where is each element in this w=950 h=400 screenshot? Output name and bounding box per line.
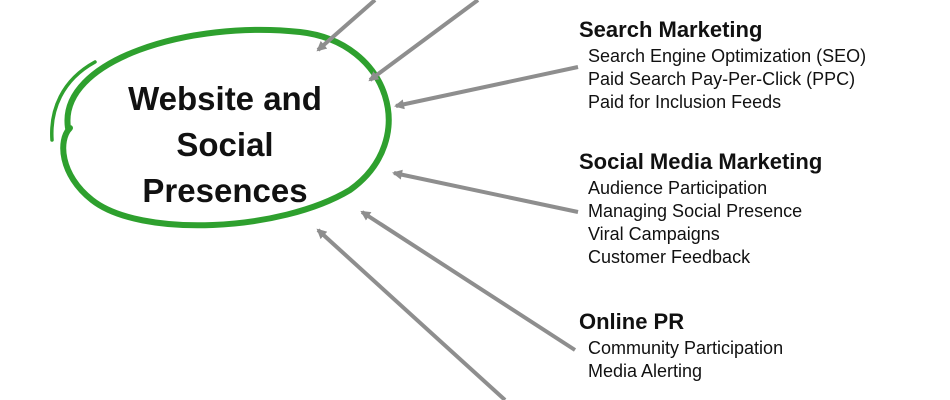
hub-title-line: Social (176, 126, 274, 163)
arrow-top-right (368, 0, 480, 82)
group-item: Audience Participation (588, 178, 768, 198)
group-item-list: Search Engine Optimization (SEO) Paid Se… (588, 45, 866, 114)
group-item: Customer Feedback (588, 247, 751, 267)
group-item: Managing Social Presence (588, 201, 803, 221)
group-item: Viral Campaigns (588, 224, 720, 244)
group-social-media-marketing: Social Media Marketing Audience Particip… (579, 149, 822, 269)
hub-ring (60, 26, 392, 229)
hub-title: Website and Social Presences (85, 76, 365, 214)
group-item: Media Alerting (588, 361, 703, 381)
group-item-list: Audience Participation Managing Social P… (588, 177, 822, 269)
arrow-top-left (316, 0, 377, 52)
hub-title-line: Website and (128, 80, 322, 117)
group-item: Community Participation (588, 338, 784, 358)
group-item-list: Community Participation Media Alerting (588, 337, 783, 383)
group-online-pr: Online PR Community Participation Media … (579, 309, 783, 383)
group-item: Search Engine Optimization (SEO) (588, 46, 867, 66)
arrow-online-pr (360, 210, 577, 352)
arrow-social-media (392, 169, 579, 214)
arrow-bottom (316, 228, 507, 400)
group-heading: Search Marketing (579, 17, 763, 42)
arrow-search-marketing (394, 65, 579, 110)
group-heading: Online PR (579, 309, 685, 334)
group-item: Paid Search Pay-Per-Click (PPC) (588, 69, 856, 89)
group-heading: Social Media Marketing (579, 149, 823, 174)
hub-ring-overlap (50, 60, 97, 142)
group-search-marketing: Search Marketing Search Engine Optimizat… (579, 17, 866, 114)
hub-title-line: Presences (142, 172, 308, 209)
group-item: Paid for Inclusion Feeds (588, 92, 782, 112)
